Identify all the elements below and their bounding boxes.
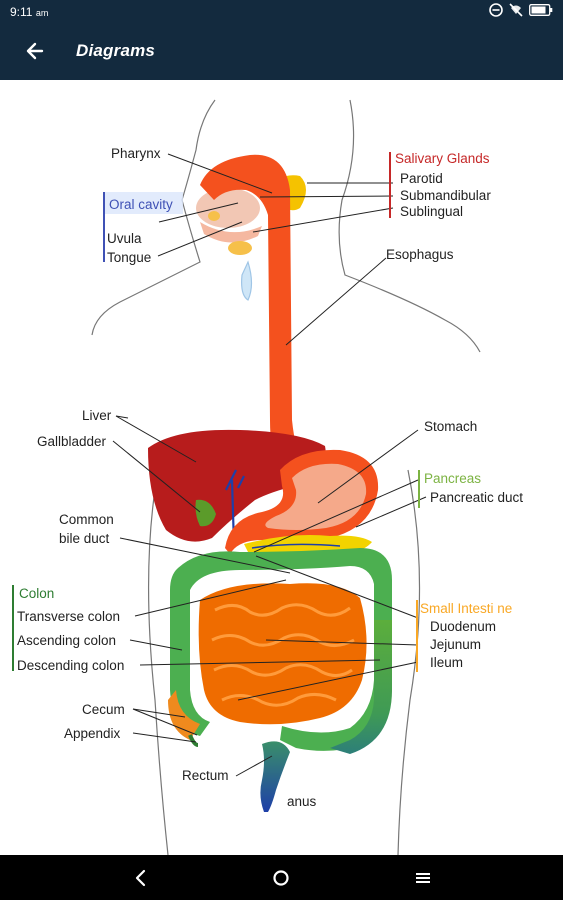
label-appendix: Appendix [64, 726, 121, 741]
liver-shape [148, 429, 326, 546]
status-bar: 9:11 am [0, 0, 563, 24]
group-brackets [12, 152, 420, 672]
label-cecum: Cecum [82, 702, 125, 717]
label-pharynx: Pharynx [111, 146, 161, 161]
label-common-2: bile duct [59, 531, 110, 546]
label-small-intestine: Small Intesti ne [420, 601, 512, 616]
status-icons [489, 3, 553, 17]
label-salivary-glands: Salivary Glands [395, 151, 490, 166]
label-pancreas: Pancreas [424, 471, 481, 486]
page-title: Diagrams [76, 41, 156, 60]
label-descending-colon: Descending colon [17, 658, 124, 673]
label-rectum: Rectum [182, 768, 229, 783]
label-transverse-colon: Transverse colon [17, 609, 120, 624]
diagram-area: Pharynx Oral cavity Uvula Tongue Salivar… [0, 80, 563, 856]
status-time-ampm: am [35, 8, 49, 18]
rectum-shape [260, 741, 290, 812]
label-anus: anus [287, 794, 317, 809]
label-uvula: Uvula [107, 231, 142, 246]
label-jejunum: Jejunum [430, 637, 481, 652]
label-tongue: Tongue [107, 250, 151, 265]
small-intestine-shape [198, 583, 367, 725]
battery-icon [529, 4, 553, 16]
status-time-value: 9:11 [10, 5, 33, 19]
body-outline [91, 99, 481, 856]
label-submandibular: Submandibular [400, 188, 491, 203]
label-ascending-colon: Ascending colon [17, 633, 116, 648]
label-parotid: Parotid [400, 171, 443, 186]
label-common-1: Common [59, 512, 114, 527]
label-ileum: Ileum [430, 655, 463, 670]
nav-back-icon[interactable] [128, 865, 154, 891]
colon-shape [168, 548, 392, 754]
nav-recents-icon[interactable] [410, 865, 436, 891]
label-esophagus: Esophagus [386, 247, 454, 262]
wifi-off-icon [509, 3, 523, 17]
label-sublingual: Sublingual [400, 204, 463, 219]
label-colon: Colon [19, 586, 54, 601]
label-gallbladder: Gallbladder [37, 434, 107, 449]
diagram-labels: Pharynx Oral cavity Uvula Tongue Salivar… [17, 146, 523, 809]
nav-home-icon[interactable] [268, 865, 294, 891]
mouth-region [196, 175, 306, 255]
app-bar: Diagrams [0, 24, 563, 80]
esophagus-shape [200, 154, 304, 478]
label-liver: Liver [82, 408, 112, 423]
digestive-system-diagram: Pharynx Oral cavity Uvula Tongue Salivar… [12, 99, 523, 856]
label-pancreatic-duct: Pancreatic duct [430, 490, 523, 505]
status-time: 9:11 am [10, 5, 48, 19]
do-not-disturb-icon [489, 3, 503, 17]
label-oral-cavity: Oral cavity [109, 197, 173, 212]
system-nav-bar [0, 855, 563, 900]
label-stomach: Stomach [424, 419, 477, 434]
label-duodenum: Duodenum [430, 619, 496, 634]
back-arrow-icon[interactable] [22, 38, 48, 64]
leader-lines [112, 153, 427, 777]
